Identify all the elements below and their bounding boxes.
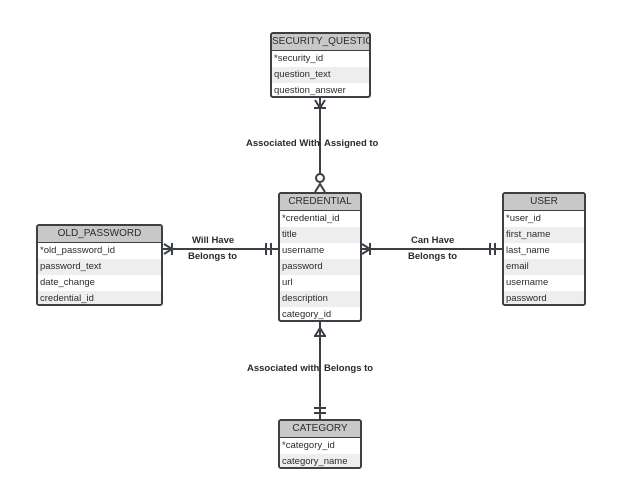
crow-foot-oldpassword-end [163, 243, 174, 255]
entity-field: email [504, 259, 584, 275]
entity-field: *old_password_id [40, 245, 115, 256]
entity-user: USER *user_id first_name last_name email… [502, 192, 586, 306]
entity-field: url [282, 277, 293, 288]
entity-header: OLD_PASSWORD [38, 226, 161, 243]
relationship-label: Belongs to [324, 363, 374, 374]
entity-field: *user_id [506, 213, 541, 224]
entity-field: *security_id [274, 53, 324, 64]
entity-field: credential_id [38, 291, 161, 304]
entity-field: *credential_id [282, 213, 340, 224]
optional-circle-credential-end [315, 173, 325, 183]
entity-field: username [506, 277, 549, 288]
one-mark-credential-left [265, 243, 272, 255]
entity-old-password: OLD_PASSWORD *old_password_id password_t… [36, 224, 163, 306]
entity-field: description [280, 291, 360, 307]
relationship-label: Associated with [247, 363, 320, 374]
entity-header: SECURITY_QUESTION [272, 34, 369, 51]
entity-field: password [504, 291, 584, 304]
entity-field: password_text [38, 259, 161, 275]
entity-field: question_answer [274, 85, 346, 96]
relationship-label: Belongs to [408, 251, 458, 262]
entity-field: password [280, 259, 360, 275]
entity-field: category_id [282, 309, 332, 320]
entity-field: first_name [504, 227, 584, 243]
crow-foot-credential-bottom [314, 326, 326, 337]
entity-header: CATEGORY [280, 421, 360, 438]
relationship-label: Can Have [411, 235, 455, 246]
entity-field: question_text [272, 67, 369, 83]
entity-field: date_change [40, 277, 95, 288]
crow-foot-credential-right [361, 243, 372, 255]
entity-field: last_name [506, 245, 550, 256]
entity-header: CREDENTIAL [280, 194, 360, 211]
entity-field: *category_id [282, 440, 335, 451]
relationship-label: Will Have [192, 235, 235, 246]
relationship-label: Associated With [246, 138, 320, 149]
entity-credential: CREDENTIAL *credential_id title username… [278, 192, 362, 322]
relationship-label: Assigned to [324, 138, 379, 149]
crow-foot-security-end [314, 99, 326, 110]
one-mark-user-left [489, 243, 496, 255]
entity-header: USER [504, 194, 584, 211]
entity-security-question: SECURITY_QUESTION *security_id question_… [270, 32, 371, 98]
relationship-label: Belongs to [188, 251, 238, 262]
crow-foot-credential-top [314, 182, 326, 193]
one-mark-category-top [314, 407, 326, 414]
entity-category: CATEGORY *category_id category_name [278, 419, 362, 469]
entity-field: title [280, 227, 360, 243]
entity-field: username [282, 245, 325, 256]
entity-field: category_name [280, 454, 360, 467]
